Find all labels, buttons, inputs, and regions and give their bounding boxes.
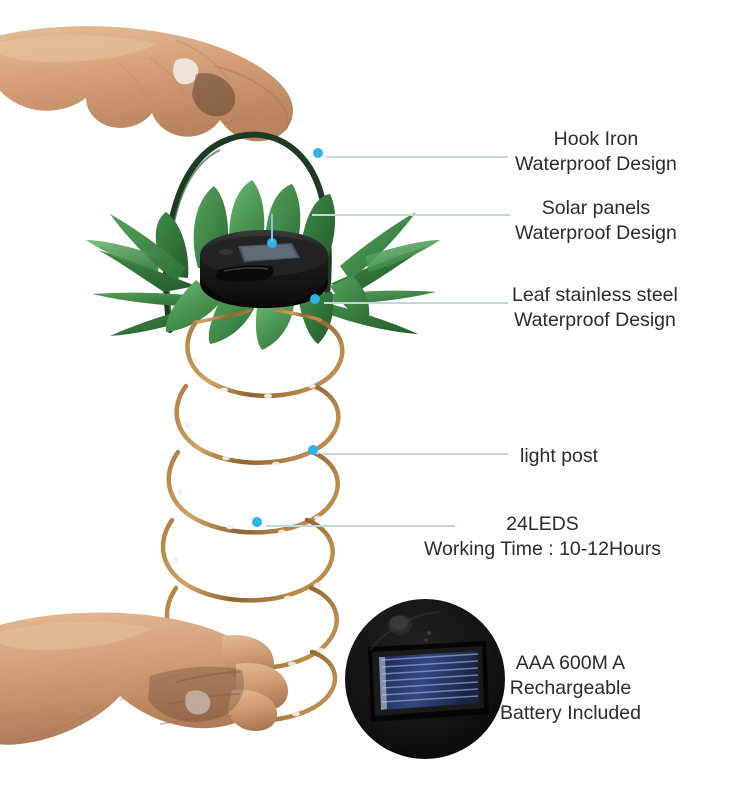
bottom-hand bbox=[0, 612, 289, 745]
callout-light-post-line-1: light post bbox=[520, 445, 599, 467]
callout-line-hook-iron bbox=[326, 156, 508, 158]
callout-line-solar-panels-vertical bbox=[271, 214, 273, 242]
callout-text-battery: AAA 600M A Rechargeable Battery Included bbox=[500, 651, 641, 726]
top-hand bbox=[0, 26, 293, 142]
callout-dot-hook-iron bbox=[313, 148, 323, 158]
solar-module-closeup-inset bbox=[345, 599, 505, 759]
callout-battery-line-3: Battery Included bbox=[500, 702, 641, 724]
callout-leds-line-2: Working Time : 10-12Hours bbox=[424, 538, 661, 560]
callout-dot-light-post bbox=[308, 445, 318, 455]
callout-leaf-line-1: Leaf stainless steel bbox=[512, 284, 678, 306]
callout-line-leds bbox=[266, 525, 455, 527]
callout-dot-leaf-stainless-steel bbox=[310, 294, 320, 304]
callout-dot-solar-panels bbox=[267, 238, 277, 248]
callout-text-leds-working-time: 24LEDS Working Time : 10-12Hours bbox=[424, 512, 661, 562]
callout-text-light-post: light post bbox=[520, 444, 598, 469]
callout-leaf-line-2: Waterproof Design bbox=[514, 309, 676, 331]
callout-text-solar-panels: Solar panels Waterproof Design bbox=[515, 196, 677, 246]
callout-line-solar-panels bbox=[312, 214, 510, 216]
callout-line-leaf-stainless-steel bbox=[324, 302, 508, 304]
callout-solar-panels-line-1: Solar panels bbox=[541, 197, 651, 219]
callout-leds-line-1: 24LEDS bbox=[506, 513, 579, 535]
callout-text-hook-iron: Hook Iron Waterproof Design bbox=[515, 127, 677, 177]
lotus-flower-head bbox=[86, 180, 440, 350]
callout-hook-iron-line-2: Waterproof Design bbox=[515, 153, 677, 175]
callout-hook-iron-line-1: Hook Iron bbox=[553, 128, 639, 150]
callout-solar-panels-line-2: Waterproof Design bbox=[515, 222, 677, 244]
callout-dot-leds bbox=[252, 517, 262, 527]
callout-line-light-post bbox=[322, 453, 508, 455]
callout-battery-line-1: AAA 600M A bbox=[515, 652, 626, 674]
callout-text-leaf-stainless-steel: Leaf stainless steel Waterproof Design bbox=[512, 283, 678, 333]
callout-battery-line-2: Rechargeable bbox=[509, 677, 632, 699]
